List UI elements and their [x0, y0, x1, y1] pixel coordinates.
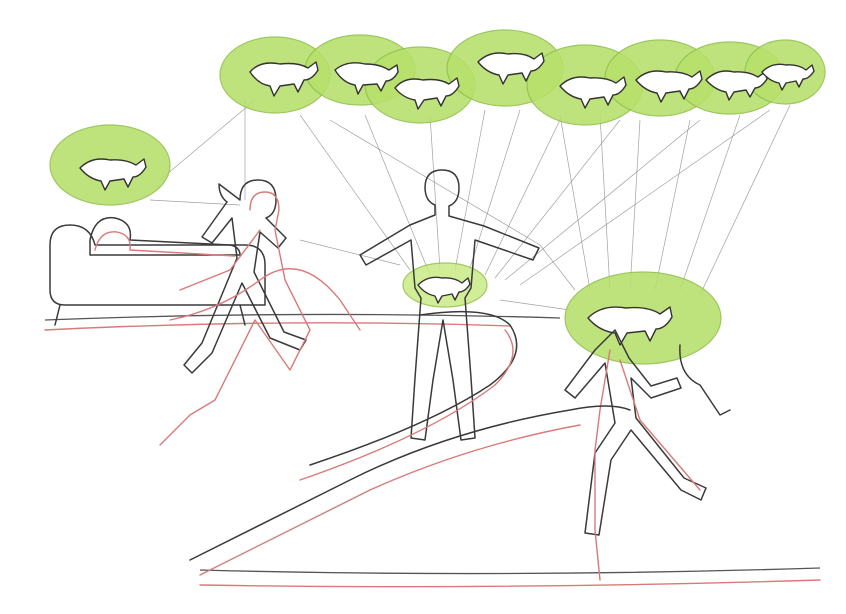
ground-lines: [45, 314, 820, 586]
animal-bubbles-top-row: [220, 30, 825, 125]
running-figure-right: [565, 330, 730, 580]
animal-bubble-left: [50, 125, 170, 205]
animal-bubble-belly: [403, 263, 487, 307]
running-figure-left: [160, 180, 310, 445]
animal-bubble-right: [565, 272, 721, 364]
reclining-figure: [50, 218, 265, 325]
